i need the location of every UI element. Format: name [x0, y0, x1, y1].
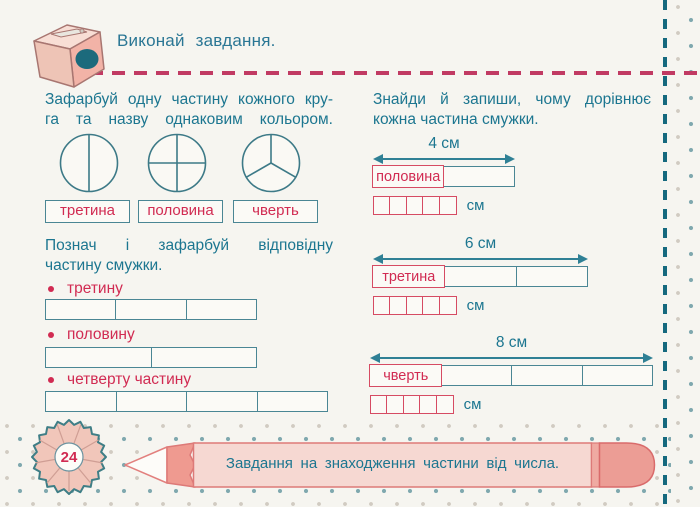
double-arrow — [373, 254, 588, 264]
instruction-line: Зафарбуй одну частину кожного кру- — [45, 91, 333, 108]
name-box-quarter[interactable]: чверть — [233, 200, 318, 223]
task1-instruction: Зафарбуй одну частину кожного кру- га та… — [45, 90, 333, 130]
part-label-box: чверть — [369, 364, 443, 387]
fraction-circle-thirds[interactable] — [241, 133, 301, 193]
answer-squares[interactable] — [373, 296, 457, 315]
instruction-line: частину смужки. — [45, 257, 163, 274]
horizontal-dashed-line — [90, 71, 700, 75]
answer-square[interactable] — [435, 395, 454, 414]
instruction-line: Познач і зафарбуй відповідну — [45, 237, 333, 254]
answer-square[interactable] — [405, 196, 424, 215]
answer-square[interactable] — [422, 296, 441, 315]
bullet-label: третину — [67, 280, 123, 297]
strip-cell[interactable] — [186, 392, 257, 411]
double-arrow — [370, 353, 653, 363]
part-label-box: половина — [372, 165, 444, 188]
name-box-third[interactable]: третина — [45, 200, 130, 223]
instruction-line: Знайди й запиши, чому дорівнює — [373, 91, 651, 108]
answer-row: см — [373, 196, 515, 215]
pencil-shaving-badge — [31, 419, 107, 495]
answer-square[interactable] — [422, 196, 441, 215]
page-title: Виконай завдання. — [117, 31, 276, 50]
answer-square[interactable] — [405, 296, 424, 315]
strip-cell[interactable] — [511, 366, 581, 385]
measure-strip[interactable]: чверть — [369, 364, 653, 387]
answer-square[interactable] — [389, 296, 408, 315]
answer-square[interactable] — [370, 395, 388, 414]
fraction-strip-quarters[interactable] — [45, 391, 328, 412]
answer-squares[interactable] — [373, 196, 457, 215]
bullet-label: половину — [67, 326, 135, 343]
strip-cell[interactable] — [46, 348, 151, 367]
strip-cell[interactable] — [115, 300, 185, 319]
answer-square[interactable] — [419, 395, 438, 414]
name-box-half[interactable]: половина — [138, 200, 223, 223]
fraction-strip-thirds[interactable] — [45, 299, 257, 320]
length-label: 4 см — [428, 135, 460, 152]
unit-label: см — [463, 396, 482, 413]
instruction-line: га та назву однаковим кольором. — [45, 111, 333, 128]
strip-cell[interactable] — [46, 392, 116, 411]
bullet-icon — [48, 286, 54, 292]
vertical-dashed-cut-line — [663, 0, 667, 507]
part-label-box: третина — [372, 265, 446, 288]
strip-cell[interactable] — [46, 300, 115, 319]
page-number: 24 — [60, 448, 78, 466]
bullet-item: половину — [45, 326, 135, 344]
unit-label: см — [466, 197, 485, 214]
bullet-item: третину — [45, 280, 123, 298]
measure-task-6cm: 6 см третина см — [372, 235, 588, 315]
strip-cell[interactable] — [442, 366, 511, 385]
strip-cell[interactable] — [444, 167, 514, 186]
fraction-circle-halves[interactable] — [59, 133, 119, 193]
task2-instruction: Познач і зафарбуй відповідну частину сму… — [45, 236, 333, 276]
strip-cell[interactable] — [445, 267, 515, 286]
instruction-line: кожна частина смужки. — [373, 111, 539, 128]
dotted-margin-right — [671, 0, 700, 507]
measure-strip[interactable]: половина — [372, 165, 515, 188]
pencil-banner — [124, 442, 656, 488]
answer-square[interactable] — [438, 296, 457, 315]
strip-cell[interactable] — [581, 366, 652, 385]
bullet-icon — [48, 377, 54, 383]
answer-square[interactable] — [373, 196, 391, 215]
pencil-sharpener-icon — [33, 24, 105, 88]
unit-label: см — [466, 297, 485, 314]
banner-text: Завдання на знаходження частини від числ… — [225, 455, 560, 472]
bullet-item: четверту частину — [45, 371, 191, 389]
answer-square[interactable] — [438, 196, 457, 215]
answer-square[interactable] — [373, 296, 391, 315]
answer-squares[interactable] — [370, 395, 454, 414]
length-label: 6 см — [464, 235, 497, 252]
right-task-instruction: Знайди й запиши, чому дорівнює кожна час… — [373, 90, 651, 130]
strip-cell[interactable] — [515, 267, 587, 286]
strip-cell[interactable] — [185, 300, 256, 319]
bullet-label: четверту частину — [67, 371, 192, 388]
strip-cell[interactable] — [150, 348, 257, 367]
measure-strip[interactable]: третина — [372, 265, 588, 288]
answer-square[interactable] — [389, 196, 408, 215]
fraction-strip-halves[interactable] — [45, 347, 257, 368]
double-arrow — [373, 154, 515, 164]
answer-row: см — [373, 296, 588, 315]
fraction-circle-quarters[interactable] — [147, 133, 207, 193]
strip-cell[interactable] — [115, 392, 187, 411]
measure-task-8cm: 8 см чверть см — [369, 334, 653, 414]
strip-cell[interactable] — [256, 392, 328, 411]
length-label: 8 см — [495, 334, 528, 351]
bullet-icon — [48, 332, 54, 338]
answer-square[interactable] — [402, 395, 421, 414]
answer-square[interactable] — [386, 395, 405, 414]
measure-task-4cm: 4 см половина см — [372, 135, 515, 215]
answer-row: см — [370, 395, 653, 414]
